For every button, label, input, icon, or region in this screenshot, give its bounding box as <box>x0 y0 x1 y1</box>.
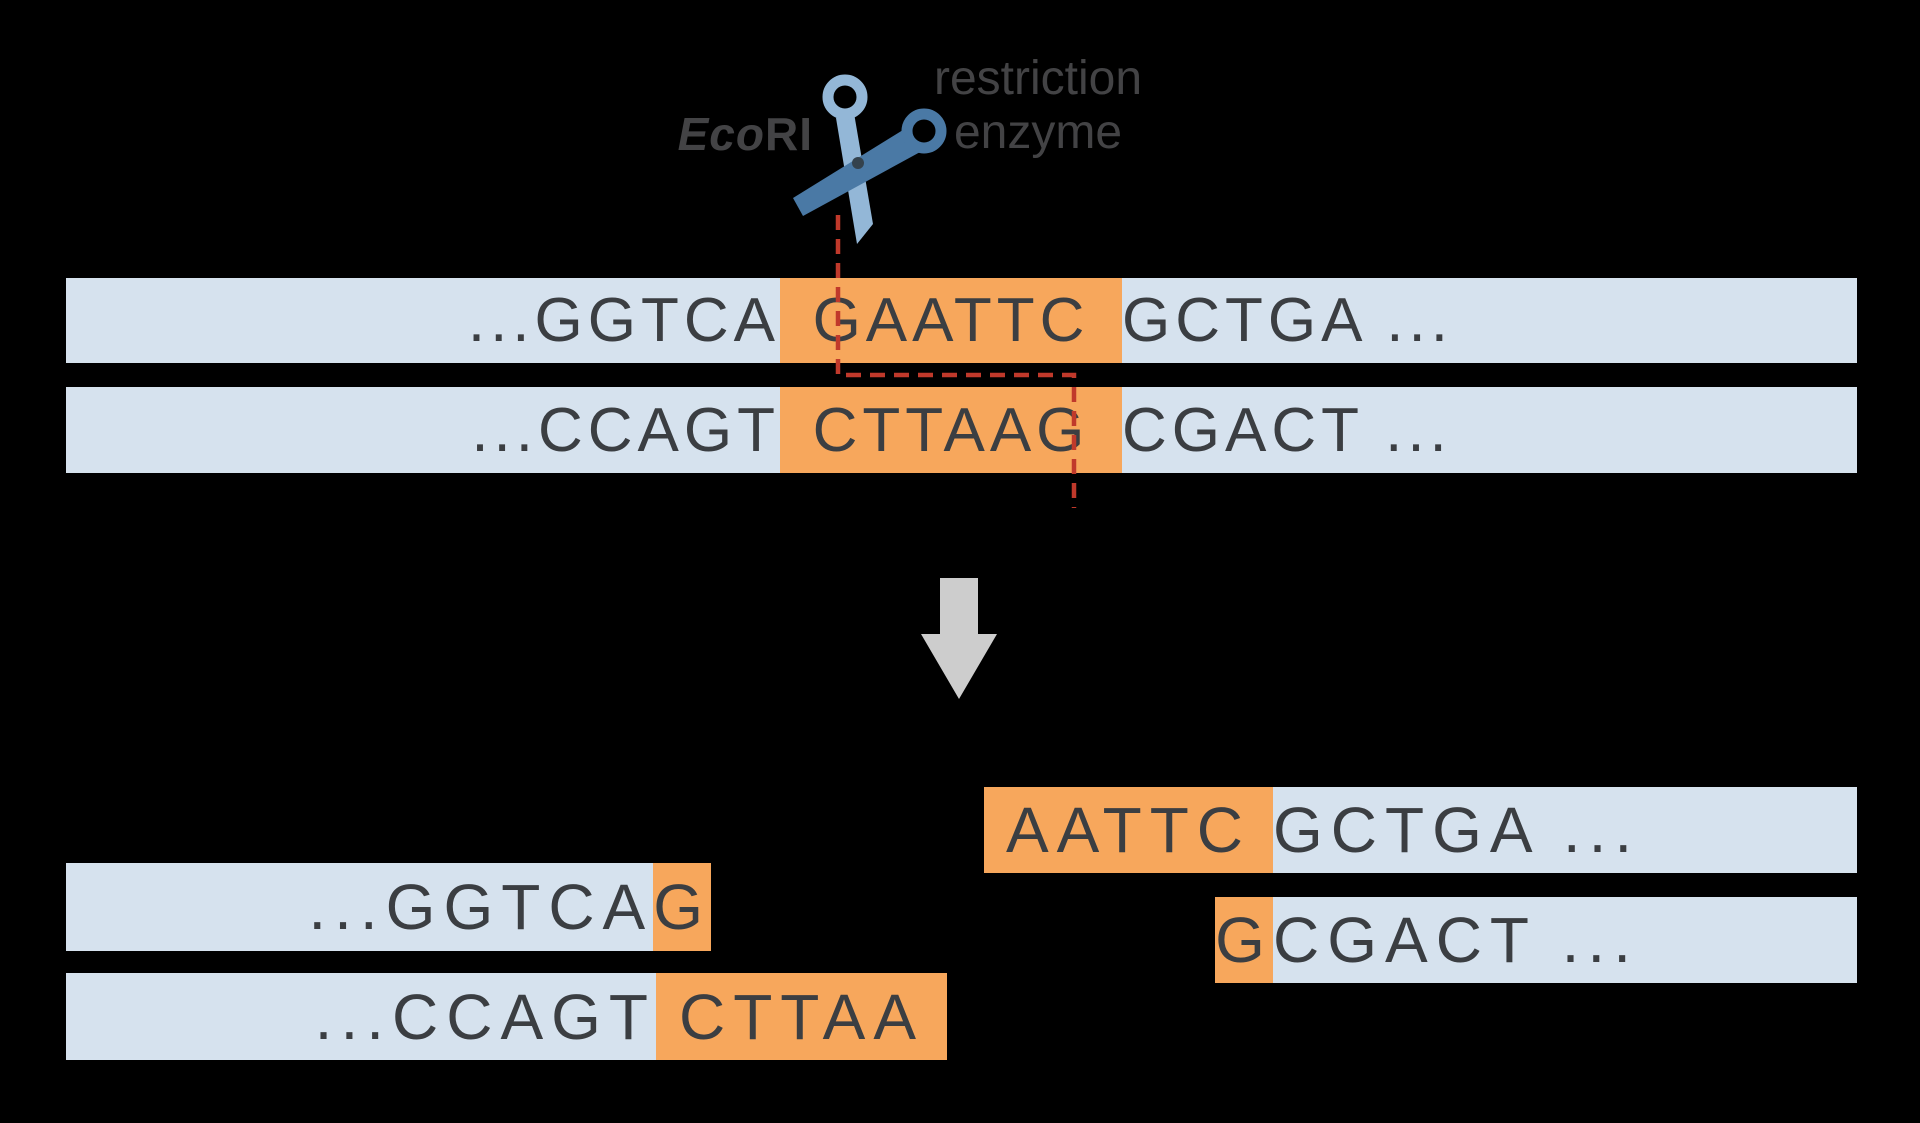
down-arrow-icon <box>921 578 997 699</box>
sequence-text: G <box>1215 904 1273 976</box>
sequence-text: CTTAAG <box>812 395 1090 465</box>
fragment-right-bottom-strand: G CGACT ... <box>1215 897 1857 983</box>
sequence-text: AATTC <box>1005 794 1252 866</box>
dna-top-strand-5to3: ...GGTCA GAATTC GCTGA ... <box>66 278 1857 363</box>
sequence-text: ...GGTCA <box>308 871 654 943</box>
sequence-text: CGACT ... <box>1273 904 1639 976</box>
sequence-text: ...GGTCA <box>467 286 780 355</box>
recognition-site-segment: GAATTC <box>780 278 1122 363</box>
sequence-segment-blue: ...CCAGT <box>66 973 656 1060</box>
sequence-segment-blue: ...CCAGT <box>66 387 780 473</box>
sequence-segment-blue: ...GGTCA <box>66 863 654 951</box>
sequence-segment-blue: GCTGA ... <box>1122 278 1857 363</box>
sequence-text: CGACT ... <box>1122 395 1452 465</box>
restriction-enzyme-label-line1: restriction <box>933 52 1143 105</box>
dna-bottom-strand-3to5: ...CCAGT CTTAAG CGACT ... <box>66 387 1857 473</box>
fragment-left-top-strand: ...GGTCA G <box>66 863 711 951</box>
fragment-left-bottom-strand: ...CCAGT CTTAA <box>66 973 947 1060</box>
sequence-text: GCTGA ... <box>1122 286 1453 355</box>
restriction-enzyme-label-line2: enzyme <box>953 106 1123 159</box>
sequence-text: GAATTC <box>812 286 1090 355</box>
sequence-segment-blue: GCTGA ... <box>1273 787 1857 873</box>
sequence-text: CTTAA <box>678 980 925 1053</box>
sticky-end-segment: CTTAA <box>656 973 947 1060</box>
ecori-label-italic-part: Eco <box>677 108 765 160</box>
fragment-right-top-strand: AATTC GCTGA ... <box>984 787 1857 873</box>
sequence-text: G <box>653 871 711 943</box>
recognition-site-segment: CTTAAG <box>780 387 1122 473</box>
sequence-segment-blue: ...GGTCA <box>66 278 780 363</box>
ecori-label-rest-part: RI <box>765 108 813 160</box>
sequence-segment-blue: CGACT ... <box>1273 897 1857 983</box>
sticky-end-segment: G <box>653 863 711 951</box>
ecori-label: EcoRI <box>563 108 813 160</box>
sequence-text: ...CCAGT <box>471 395 780 465</box>
sticky-end-segment: AATTC <box>984 787 1273 873</box>
sequence-segment-blue: CGACT ... <box>1122 387 1857 473</box>
sequence-text: ...CCAGT <box>314 980 656 1053</box>
sequence-text: GCTGA ... <box>1273 794 1641 866</box>
sticky-end-segment: G <box>1215 897 1273 983</box>
restriction-enzyme-label: restriction enzyme <box>908 52 1168 160</box>
